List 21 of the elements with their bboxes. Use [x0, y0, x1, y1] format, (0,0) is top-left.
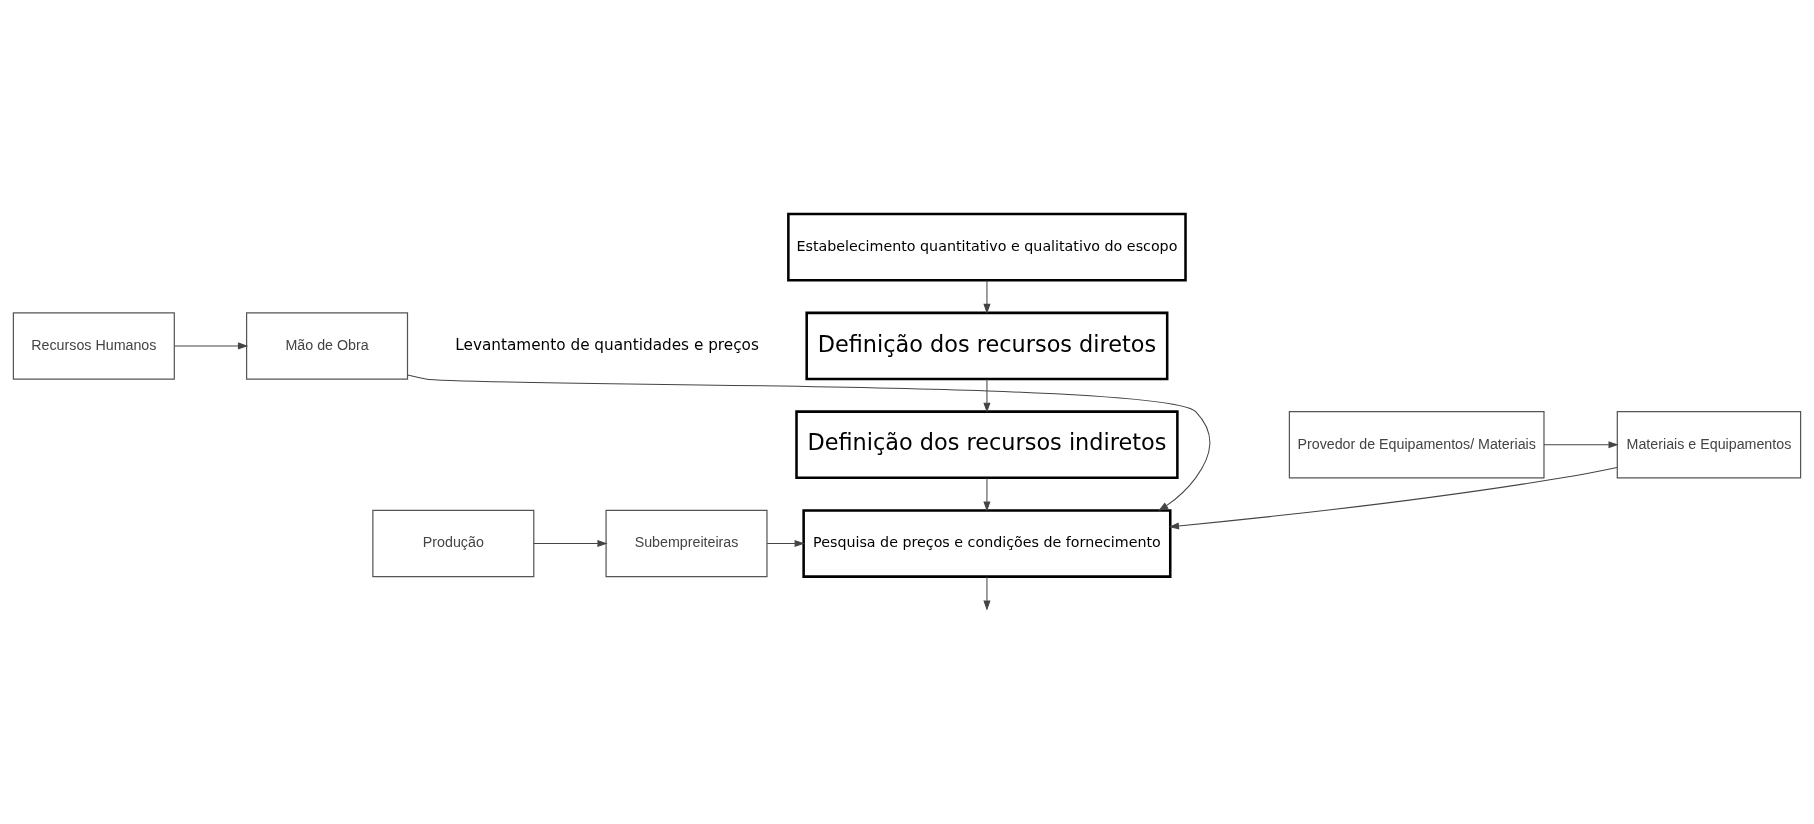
- node-box: Produção: [372, 509, 535, 578]
- node-box: Provedor de Equipamentos/ Materiais: [1288, 411, 1545, 479]
- arrow: [983, 477, 991, 512]
- arrow: [1543, 441, 1619, 449]
- arrow: [407, 374, 1211, 512]
- node-box: Materiais e Equipamentos: [1616, 411, 1802, 479]
- arrow: [173, 342, 249, 350]
- node-box: Definição dos recursos indiretos: [795, 410, 1179, 480]
- node-box: Subempreiteiras: [605, 509, 768, 578]
- node-box: Estabelecimento quantitativo e qualitativo do escopo: [787, 212, 1187, 282]
- arrow: [1168, 466, 1618, 530]
- node-box: Definição dos recursos diretos: [805, 311, 1169, 381]
- node-box: Mão de Obra: [246, 312, 409, 380]
- arrow: [533, 539, 608, 548]
- arrow: [983, 378, 991, 413]
- arrow: [766, 539, 805, 548]
- node-box: Pesquisa de preços e condições de fornecimento: [802, 509, 1172, 578]
- arrow: [983, 279, 991, 315]
- arrow: [983, 576, 991, 611]
- label: Levantamento de quantidades e preços: [455, 335, 759, 354]
- node-box: Recursos Humanos: [12, 312, 175, 380]
